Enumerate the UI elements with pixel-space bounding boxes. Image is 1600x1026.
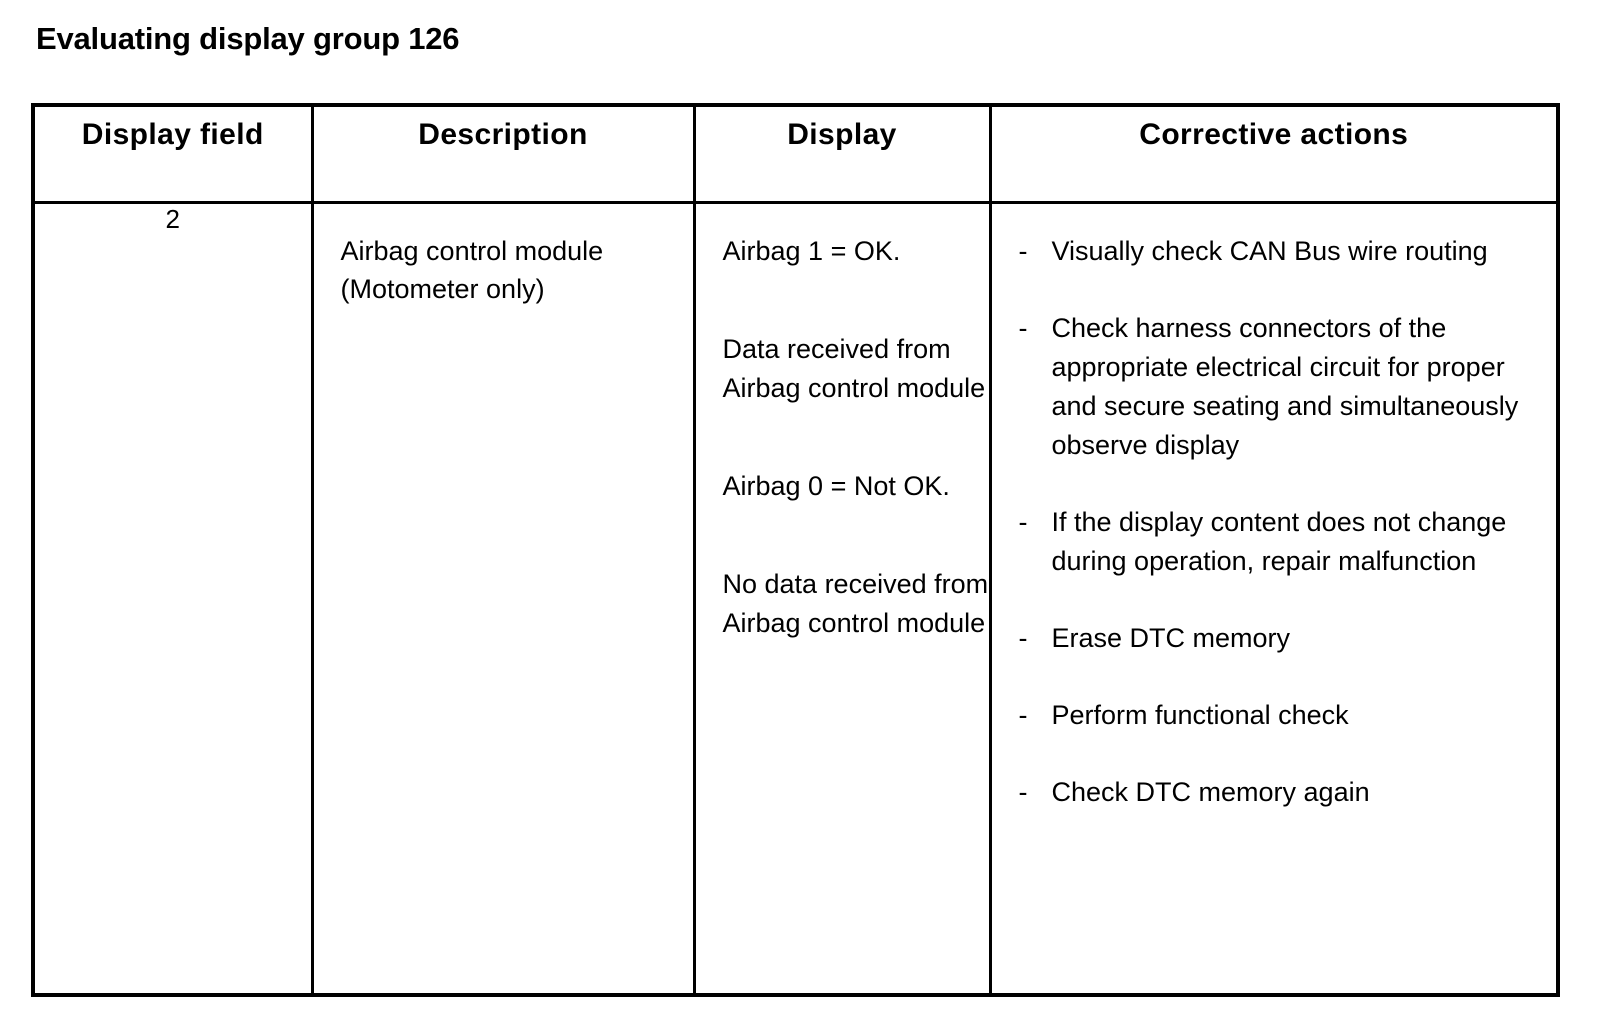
column-header-description-label: Description bbox=[418, 118, 588, 151]
bullet-dash-icon: - bbox=[1018, 623, 1028, 653]
display-entry-list: Airbag 1 = OK. Data received from Airbag… bbox=[723, 232, 989, 643]
bullet-dash-icon: - bbox=[1018, 313, 1028, 343]
corrective-action-item: - Perform functional check bbox=[1019, 696, 1557, 735]
cell-corrective-actions: - Visually check CAN Bus wire routing - … bbox=[988, 201, 1560, 997]
corrective-action-text: Visually check CAN Bus wire routing bbox=[1051, 236, 1488, 266]
display-wrapper: Airbag 1 = OK. Data received from Airbag… bbox=[696, 204, 989, 643]
table-header: Display field Description Display Correc… bbox=[31, 103, 1560, 204]
description-line-2: (Motometer only) bbox=[340, 274, 545, 304]
table-row: 2 Airbag control module (Motometer only)… bbox=[31, 201, 1560, 997]
page-title: Evaluating display group 126 bbox=[36, 21, 460, 56]
column-header-display-field: Display field bbox=[31, 103, 314, 204]
display-entry: No data received from Airbag control mod… bbox=[722, 569, 989, 638]
corrective-action-item: - Erase DTC memory bbox=[1019, 619, 1557, 658]
display-entry: Airbag 0 = Not OK. bbox=[722, 471, 950, 501]
column-header-corrective-actions-label: Corrective actions bbox=[1139, 118, 1409, 151]
corrective-action-item: - If the display content does not change… bbox=[1019, 503, 1557, 581]
corrective-action-item: - Check harness connectors of the approp… bbox=[1019, 309, 1557, 465]
column-header-display-field-label: Display field bbox=[81, 118, 264, 151]
table-body: 2 Airbag control module (Motometer only)… bbox=[31, 201, 1560, 997]
description-line-1: Airbag control module bbox=[340, 236, 604, 266]
corrective-action-list: - Visually check CAN Bus wire routing - … bbox=[1019, 232, 1557, 812]
table-header-row: Display field Description Display Correc… bbox=[31, 103, 1560, 204]
bullet-dash-icon: - bbox=[1018, 236, 1028, 266]
corrective-action-item: - Visually check CAN Bus wire routing bbox=[1019, 232, 1557, 271]
corrective-action-text: Perform functional check bbox=[1051, 700, 1349, 730]
display-entry: Data received from Airbag control module bbox=[722, 334, 986, 403]
column-header-display: Display bbox=[692, 103, 992, 204]
cell-display-field: 2 bbox=[31, 201, 314, 997]
evaluation-table: Display field Description Display Correc… bbox=[31, 103, 1560, 997]
column-header-corrective-actions: Corrective actions bbox=[988, 103, 1560, 204]
corrective-action-text: Erase DTC memory bbox=[1051, 623, 1291, 653]
cell-description: Airbag control module (Motometer only) bbox=[310, 201, 696, 997]
column-header-description: Description bbox=[310, 103, 696, 204]
bullet-dash-icon: - bbox=[1018, 700, 1028, 730]
bullet-dash-icon: - bbox=[1018, 507, 1028, 537]
corrective-action-item: - Check DTC memory again bbox=[1019, 773, 1557, 812]
cell-display: Airbag 1 = OK. Data received from Airbag… bbox=[692, 201, 992, 997]
corrective-action-text: Check DTC memory again bbox=[1051, 777, 1370, 807]
corrective-actions-wrapper: - Visually check CAN Bus wire routing - … bbox=[992, 204, 1557, 812]
description-wrapper: Airbag control module (Motometer only) bbox=[314, 204, 693, 308]
display-entry: Airbag 1 = OK. bbox=[722, 236, 901, 266]
column-header-display-label: Display bbox=[787, 118, 897, 151]
display-field-value: 2 bbox=[165, 204, 180, 234]
corrective-action-text: Check harness connectors of the appropri… bbox=[1051, 313, 1519, 460]
corrective-action-text: If the display content does not change d… bbox=[1051, 507, 1507, 576]
bullet-dash-icon: - bbox=[1018, 777, 1028, 807]
